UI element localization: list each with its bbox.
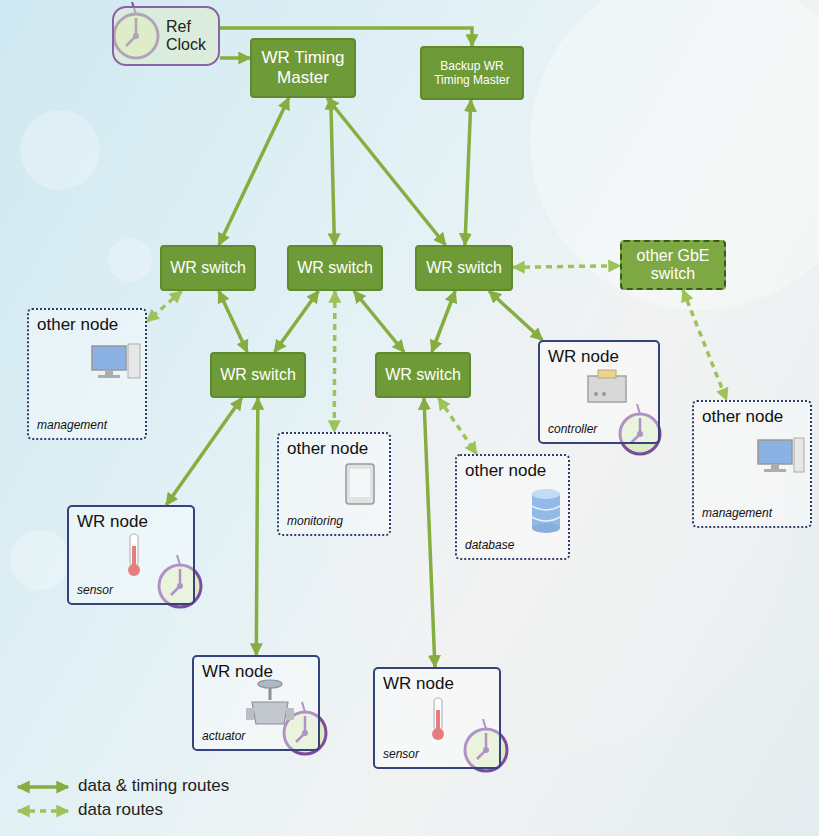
node-title: WR switch [297,259,373,277]
data-timing-route [489,291,542,340]
background-bubble [20,110,100,190]
legend-solid-sample [18,785,68,789]
node-subtitle: sensor [383,747,491,761]
node-subtitle: controller [548,422,650,436]
data-timing-route [327,98,445,245]
legend-text: data & timing routes [78,776,229,795]
node-title: WR switch [426,259,502,277]
node-subtitle: management [37,418,137,432]
node-subtitle: actuator [202,729,310,743]
node-title: Ref Clock [166,18,214,55]
node-title: WR node [383,674,491,694]
legend-text: data routes [78,800,163,819]
background-blob [530,0,819,310]
data-timing-route [331,98,335,245]
data-route [332,291,336,432]
data-timing-route [256,398,258,655]
node-subtitle: monitoring [287,514,381,528]
wr-node-box: WR node actuator [192,655,320,751]
node-title: WR node [202,662,310,682]
reference-clock-box: Ref Clock [112,6,220,66]
wr-node-box: WR node sensor [67,505,195,605]
data-timing-route [166,398,241,505]
node-title: WR switch [220,366,296,384]
legend-samples [18,787,68,811]
node-subtitle: database [465,538,560,552]
legend-entry: data routes [78,800,163,820]
data-timing-route [219,291,248,352]
data-timing-route [220,56,250,60]
data-route [147,291,182,321]
background-bubble [10,530,70,590]
node-title: other node [37,315,137,335]
legend-dashed-sample [18,809,68,813]
node-title: WR node [548,347,650,367]
data-route [439,398,477,454]
data-timing-route [432,291,455,352]
wr-switch-box: WR switch [375,352,471,398]
wr-switch-box: WR switch [287,245,383,291]
node-title: other node [287,439,381,459]
node-title: other GbE switch [626,247,720,282]
node-title: WR switch [385,366,461,384]
backup-master-box: Backup WR Timing Master [420,46,524,100]
other-node-box: other node database [455,454,570,560]
other-node-box: other node management [27,308,147,440]
node-title: other node [702,407,802,427]
wr-node-box: WR node controller [538,340,660,444]
data-timing-route [219,98,289,245]
data-route [683,290,727,400]
other-node-box: other node monitoring [277,432,391,536]
data-route [513,266,620,268]
wr-switch-box: WR switch [210,352,306,398]
other-node-box: other node management [692,400,812,528]
node-title: WR Timing Master [256,48,350,87]
wr-switch-box: WR switch [160,245,256,291]
wr-switch-box: WR switch [415,245,513,291]
data-timing-route [275,291,319,352]
node-title: other node [465,461,560,481]
wr-node-box: WR node sensor [373,667,501,769]
node-subtitle: management [702,506,802,520]
data-timing-route [424,398,435,667]
node-title: Backup WR Timing Master [426,59,518,88]
node-subtitle: sensor [77,583,185,597]
timing-master-box: WR Timing Master [250,38,356,98]
gbe-switch-box: other GbE switch [620,240,726,290]
background-bubble [108,238,152,282]
data-timing-route [354,291,404,352]
node-title: WR switch [170,259,246,277]
data-timing-route [465,100,471,245]
node-title: WR node [77,512,185,532]
legend-entry: data & timing routes [78,776,229,796]
